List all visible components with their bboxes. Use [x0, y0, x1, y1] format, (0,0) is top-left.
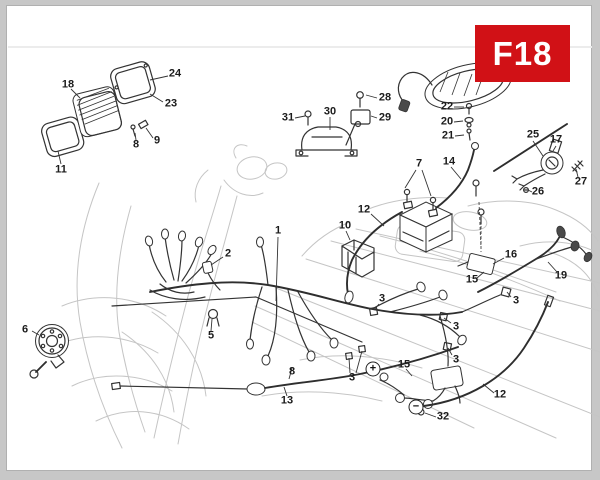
battery	[398, 188, 454, 253]
taillight-bolt	[465, 102, 473, 115]
battery-tray	[341, 239, 375, 278]
headlight-mounting-ring	[110, 61, 156, 105]
ignition-screw	[522, 187, 529, 194]
starter-relay	[430, 365, 464, 404]
relay-unit	[295, 126, 358, 157]
sub-harness	[477, 225, 593, 293]
battery-cable-to-harness	[344, 211, 403, 304]
figure-code-badge: F18	[475, 25, 570, 82]
ignition-spring-pin	[571, 160, 584, 173]
horn	[29, 324, 69, 379]
rear-cable	[423, 294, 555, 407]
taillight-nut	[464, 116, 474, 128]
figure-code: F18	[492, 34, 553, 72]
relay-screw-top	[356, 91, 364, 108]
ignition-switch	[493, 123, 568, 191]
ground-cable	[379, 372, 434, 416]
scooter-outline	[53, 144, 600, 449]
header-separator	[8, 46, 592, 48]
wiring-harness	[144, 228, 512, 367]
headlight-screw	[130, 124, 136, 137]
relay-bracket	[345, 109, 371, 146]
headlight-clip	[137, 119, 149, 130]
leader-lines	[31, 75, 579, 418]
taillight-screw	[466, 128, 472, 141]
headlight-unit	[72, 86, 123, 138]
harness-clamp	[206, 308, 220, 327]
front-cable	[111, 296, 459, 396]
harness-connector	[201, 260, 221, 291]
ignition-coil	[457, 208, 496, 275]
relay-screw-left	[304, 110, 312, 126]
